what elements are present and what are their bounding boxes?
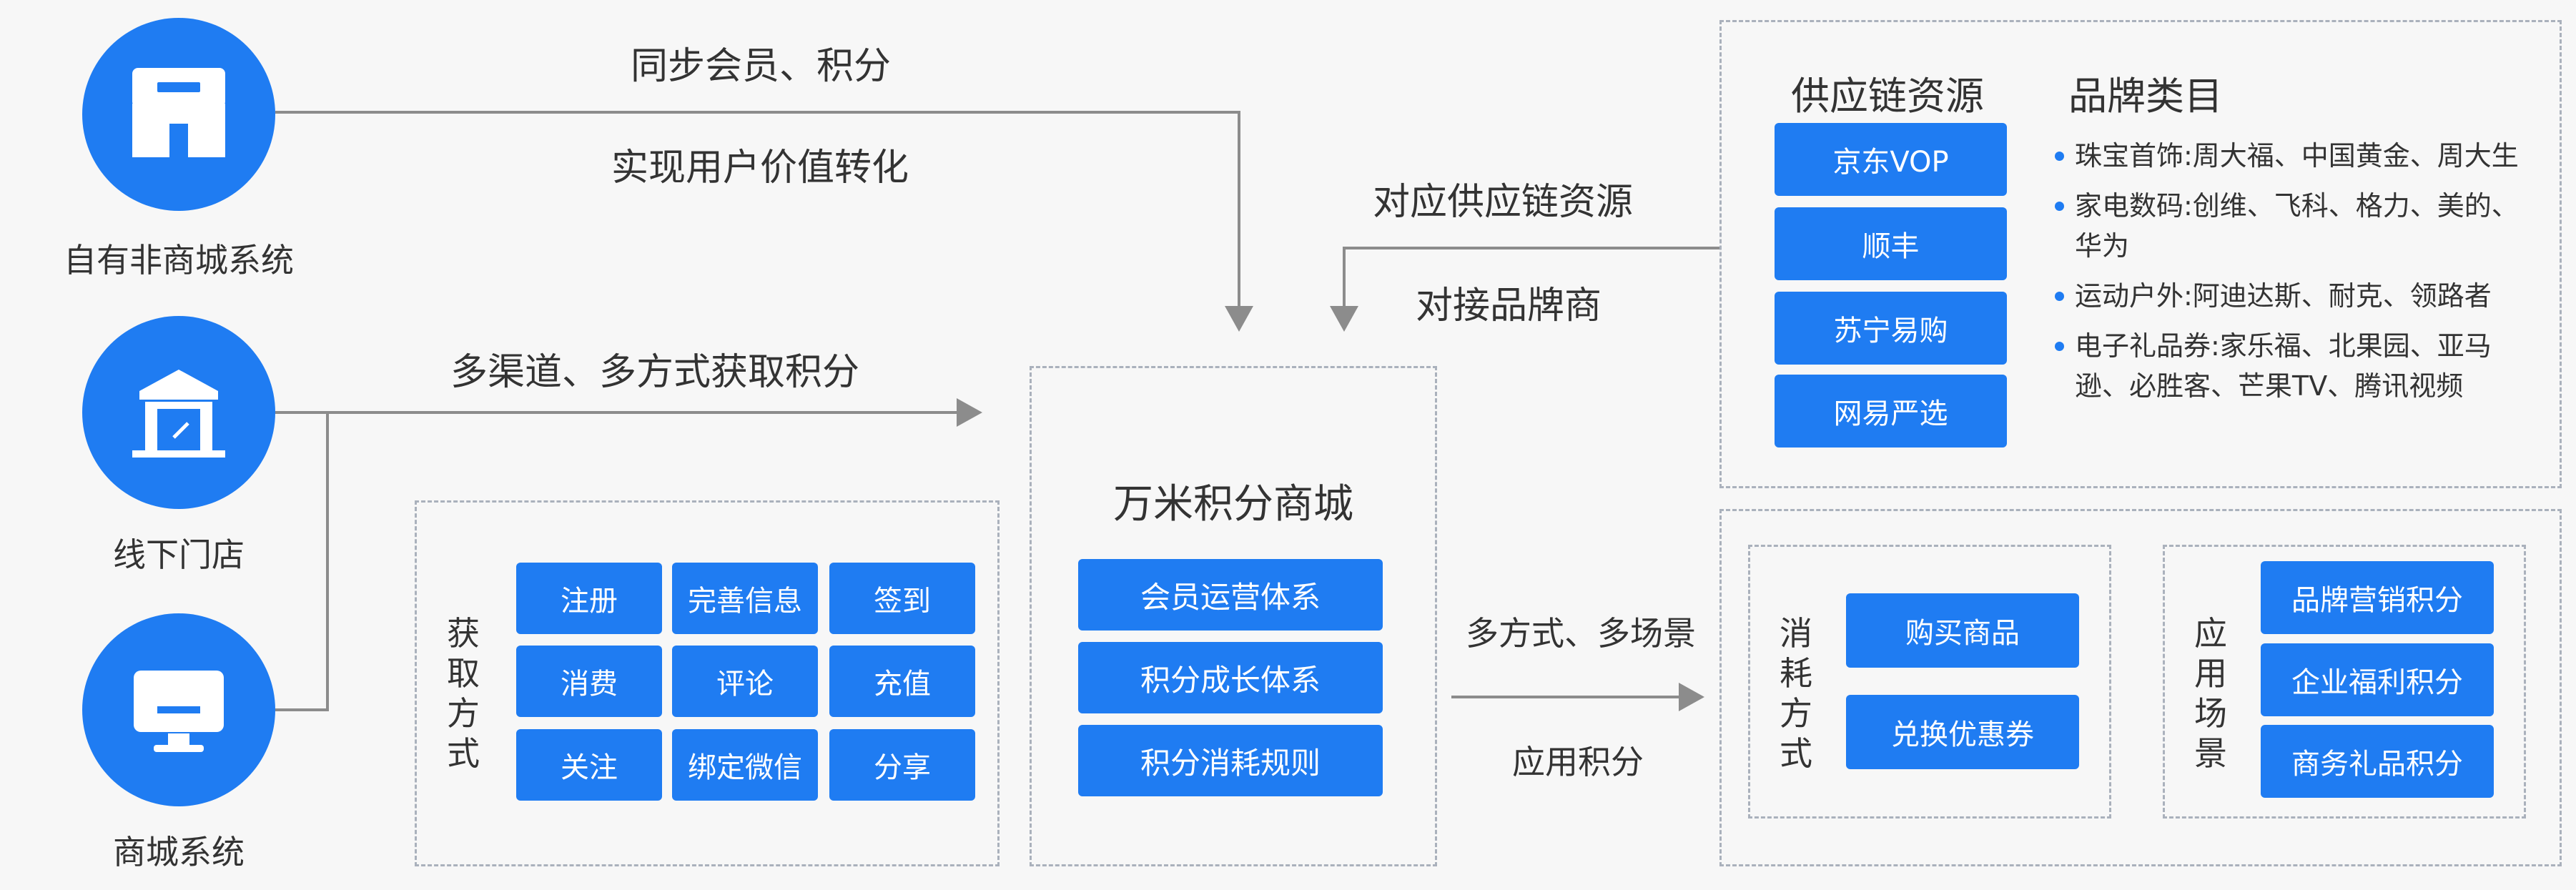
- sync-text-1: 同步会员、积分: [631, 45, 892, 88]
- method-consume: 消费: [516, 646, 662, 717]
- method-bind-wechat: 绑定微信: [672, 729, 818, 801]
- brand-item-gift-cards: 电子礼品券:家乐福、北果园、亚马逊、必胜客、芒果TV、腾讯视频: [2053, 326, 2525, 406]
- method-register: 注册: [516, 563, 662, 634]
- application-scenes-box: [2163, 545, 2526, 819]
- storefront-icon: [132, 68, 225, 157]
- consume-title: 消耗方式: [1780, 614, 1812, 773]
- points-growth-system: 积分成长体系: [1078, 642, 1383, 713]
- supplier-netease-yanxuan: 网易严选: [1775, 375, 2007, 448]
- brand-item-appliances: 家电数码:创维、飞科、格力、美的、华为: [2053, 186, 2525, 266]
- offline-store-node: [82, 316, 275, 509]
- supplier-suning: 苏宁易购: [1775, 292, 2007, 365]
- brand-item-sports: 运动户外:阿迪达斯、耐克、领路者: [2053, 276, 2525, 316]
- supply-text-2: 对接品牌商: [1416, 285, 1602, 327]
- method-complete-info: 完善信息: [672, 563, 818, 634]
- method-recharge: 充值: [829, 646, 975, 717]
- method-comment: 评论: [672, 646, 818, 717]
- self-owned-system-node: [82, 18, 275, 211]
- supply-text-1: 对应供应链资源: [1373, 181, 1634, 224]
- method-follow: 关注: [516, 729, 662, 801]
- source-label-mall: 商城系统: [113, 833, 245, 871]
- points-mall-box: [1030, 366, 1437, 866]
- acquire-title: 获取方式: [447, 614, 480, 773]
- shop-icon: [132, 370, 225, 458]
- supplier-jd-vop: 京东VOP: [1775, 123, 2007, 196]
- brand-item-jewelry: 珠宝首饰:周大福、中国黄金、周大生: [2053, 136, 2525, 176]
- scenes-title: 应用场景: [2194, 614, 2227, 773]
- application-box: [1719, 509, 2562, 866]
- monitor-icon: [134, 671, 224, 752]
- supply-chain-box: [1719, 20, 2562, 488]
- sync-text-2: 实现用户价值转化: [611, 147, 909, 189]
- points-consumption-rules: 积分消耗规则: [1078, 725, 1383, 796]
- consume-methods-box: [1748, 545, 2111, 819]
- mall-connector: [275, 412, 329, 711]
- mall-system-node: [82, 613, 275, 806]
- multi-channel-text: 多渠道、多方式获取积分: [450, 351, 860, 394]
- acquire-methods-box: [415, 500, 1000, 866]
- source-label-offline: 线下门店: [113, 535, 245, 574]
- scene-business-gift: 商务礼品积分: [2261, 725, 2494, 798]
- consume-redeem-coupon: 兑换优惠券: [1846, 695, 2079, 769]
- supply-chain-title: 供应链资源: [1791, 74, 1984, 119]
- method-share: 分享: [829, 729, 975, 801]
- supply-arrow: [1330, 247, 1719, 332]
- consume-buy-goods: 购买商品: [1846, 593, 2079, 668]
- sync-arrow: [275, 111, 1253, 332]
- apply-text-2: 应用积分: [1512, 743, 1644, 781]
- apply-text-1: 多方式、多场景: [1466, 614, 1696, 653]
- points-mall-title: 万米积分商城: [1113, 481, 1353, 528]
- method-checkin: 签到: [829, 563, 975, 634]
- supplier-sf: 顺丰: [1775, 207, 2007, 280]
- scene-brand-marketing: 品牌营销积分: [2261, 561, 2494, 634]
- source-label-self-owned: 自有非商城系统: [64, 241, 294, 280]
- brand-category-title: 品牌类目: [2068, 74, 2223, 119]
- member-operation-system: 会员运营体系: [1078, 559, 1383, 631]
- brand-category-list: 珠宝首饰:周大福、中国黄金、周大生 家电数码:创维、飞科、格力、美的、华为 运动…: [2053, 136, 2525, 416]
- scene-employee-welfare: 企业福利积分: [2261, 643, 2494, 716]
